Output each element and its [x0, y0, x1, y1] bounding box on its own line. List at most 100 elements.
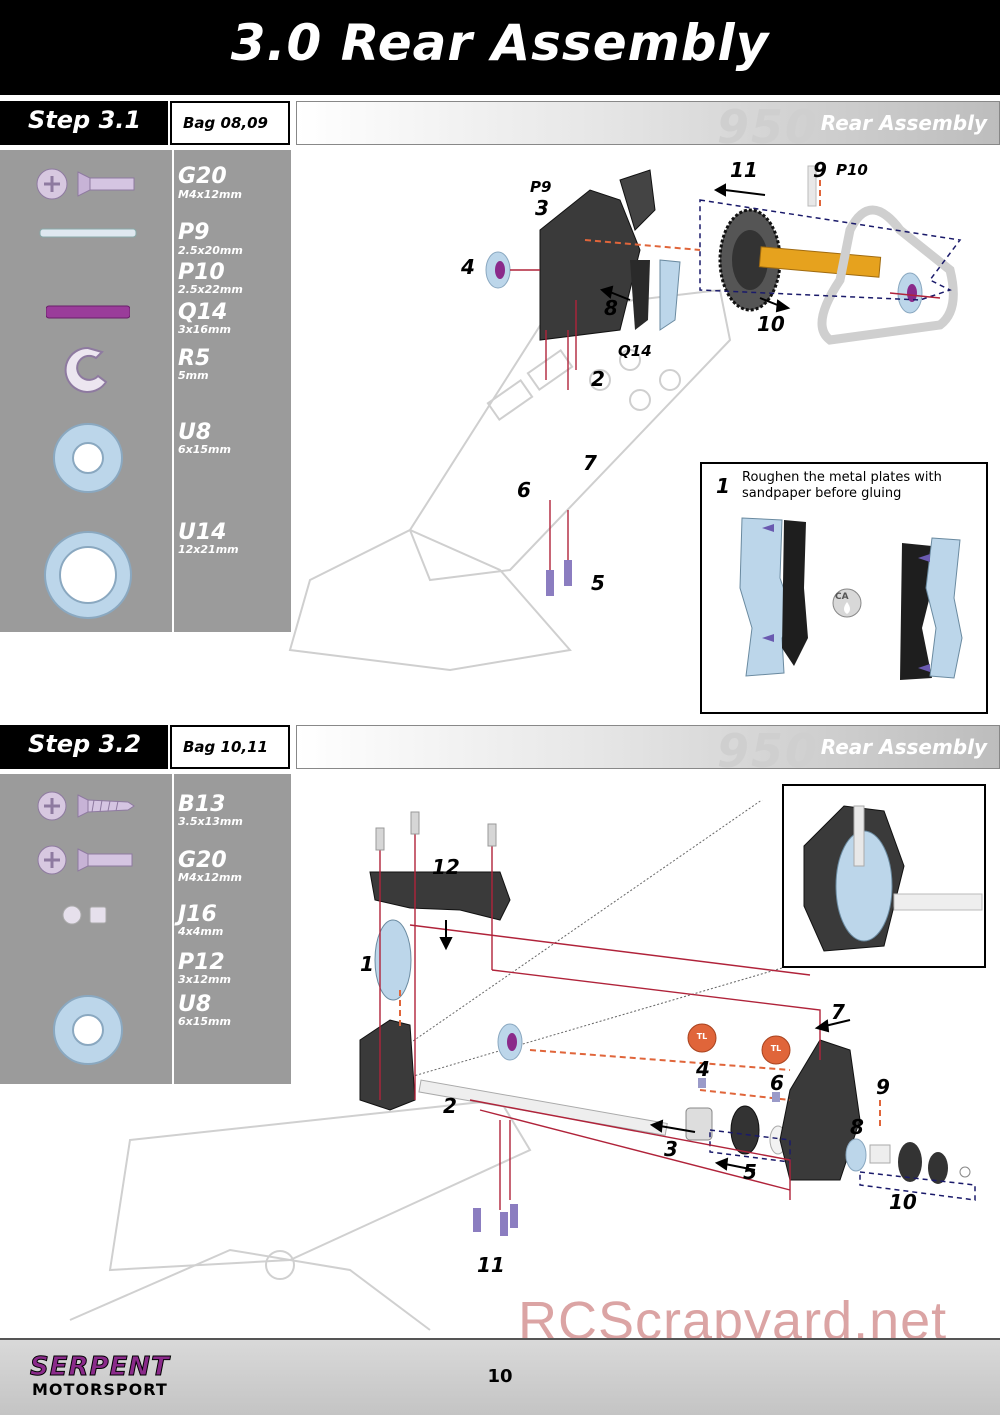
callout: 7 [583, 451, 597, 475]
callout: 11 [477, 1253, 505, 1277]
part-code: P12 [178, 950, 225, 975]
callout: 4 [461, 255, 475, 279]
step-label: Step 3.2 [0, 725, 168, 769]
part-size: 3.5x13mm [178, 815, 243, 828]
brand-logo: SERPENT [30, 1352, 170, 1383]
part-code: B13 [178, 792, 226, 817]
layshaft [758, 246, 882, 278]
parts-list-step-3-2: B13 3.5x13mm G20 M4x12mm J16 4x4mm P12 3… [0, 774, 291, 1084]
callout: 3 [664, 1137, 678, 1161]
note-text: Roughen the metal plates with sandpaper … [742, 470, 942, 501]
callout: 12 [432, 855, 460, 879]
part-code: G20 [178, 164, 227, 189]
exploded-diagram-step-3-2 [69, 800, 976, 1331]
part-row: P9 2.5x20mm [0, 218, 291, 262]
part-code: U8 [178, 992, 212, 1017]
part-size: M4x12mm [178, 188, 242, 201]
washer-icon [44, 531, 132, 619]
arrows [439, 920, 851, 1171]
part-size: 3x12mm [178, 973, 231, 986]
chassis-plate [69, 1098, 532, 1331]
part-size: 5mm [178, 369, 209, 382]
countersunk-screw-icon [36, 168, 135, 200]
part-code: P9 [178, 220, 210, 245]
part-row: Q14 3x16mm [0, 302, 291, 342]
callout: 6 [770, 1071, 784, 1095]
callout: P9 [530, 178, 552, 196]
part-row: U14 12x21mm [0, 520, 291, 620]
exploded-diagram-step-3-1 [288, 165, 962, 672]
callout: 5 [743, 1160, 757, 1184]
pulleys-10 [845, 1138, 971, 1184]
part-size: 2.5x20mm [178, 244, 243, 257]
bearing-left [485, 251, 511, 289]
step-3-2-bar: Step 3.2 Bag 10,11 950 Rear Assembly [0, 724, 1000, 778]
section-title: Rear Assembly [820, 735, 987, 759]
part-size: 2.5x22mm [178, 283, 243, 296]
washer-icon [53, 995, 123, 1065]
part-size: 3x16mm [178, 323, 231, 336]
glue-label: CA [835, 592, 849, 602]
e-clip-icon [64, 346, 108, 393]
part-code: Q14 [178, 300, 228, 325]
callout: 10 [889, 1190, 917, 1214]
callout: 9 [813, 158, 827, 182]
subassembly-outline [699, 199, 962, 301]
part-code: P10 [178, 260, 225, 285]
detail-inset [782, 784, 986, 968]
callout: 5 [591, 571, 605, 595]
set-screws [698, 1078, 780, 1102]
chassis-plate [288, 288, 732, 672]
guide-lines [379, 830, 821, 1210]
arrows [599, 183, 791, 313]
part-size: 4x4mm [178, 925, 224, 938]
brand-subtitle: MOTORSPORT [32, 1380, 168, 1399]
part-size: 6x15mm [178, 443, 231, 456]
countersunk-screw-icon [37, 845, 133, 875]
screws-5 [546, 560, 572, 596]
page-title: 3.0 Rear Assembly [230, 14, 770, 72]
pin-p10 [807, 165, 817, 207]
inset-illustration [803, 805, 983, 952]
part-row: U8 6x15mm [0, 420, 291, 496]
pin-icon [39, 228, 137, 238]
section-title: Rear Assembly [820, 111, 987, 135]
note-box: 1 Roughen the metal plates with sandpape… [700, 462, 988, 714]
top-brace [369, 871, 511, 921]
part-row: P12 3x12mm [0, 946, 291, 986]
bag-label: Bag 08,09 [170, 101, 290, 145]
self-tapping-screw-icon [37, 791, 135, 821]
part-size: 12x21mm [178, 543, 239, 556]
bag-label: Bag 10,11 [170, 725, 290, 769]
part-row: P10 2.5x22mm [0, 262, 291, 302]
washer-icon [53, 423, 123, 493]
divider [172, 150, 174, 632]
callout: P10 [836, 161, 868, 179]
screws-top [375, 811, 497, 851]
part-code: U8 [178, 420, 212, 445]
part-row: G20 M4x12mm [0, 158, 291, 208]
part-size: 6x15mm [178, 1015, 231, 1028]
callout: 8 [604, 296, 618, 320]
guide-lines [510, 269, 941, 570]
section-banner: 950 Rear Assembly [296, 724, 1000, 778]
belt [817, 205, 958, 345]
bulkhead-plates [630, 259, 681, 331]
plates-illustration [739, 517, 963, 680]
callout: 10 [757, 312, 785, 336]
part-code: J16 [178, 902, 217, 927]
part-row: G20 M4x12mm [0, 840, 291, 888]
callout: 2 [443, 1094, 457, 1118]
divider [172, 774, 174, 1084]
set-screw-icon [62, 905, 107, 925]
spur-pulley [718, 208, 782, 312]
part-code: G20 [178, 848, 227, 873]
bearing-right [897, 272, 923, 314]
part-row: R5 5mm [0, 346, 291, 394]
model-logo: 950 [717, 100, 820, 154]
step-3-1-bar: Step 3.1 Bag 08,09 950 Rear Assembly [0, 100, 1000, 154]
page-header: 3.0 Rear Assembly [0, 0, 1000, 95]
page-footer: SERPENT MOTORSPORT 10 [0, 1338, 1000, 1415]
callout: 6 [517, 478, 531, 502]
rear-bulkhead [539, 169, 656, 341]
